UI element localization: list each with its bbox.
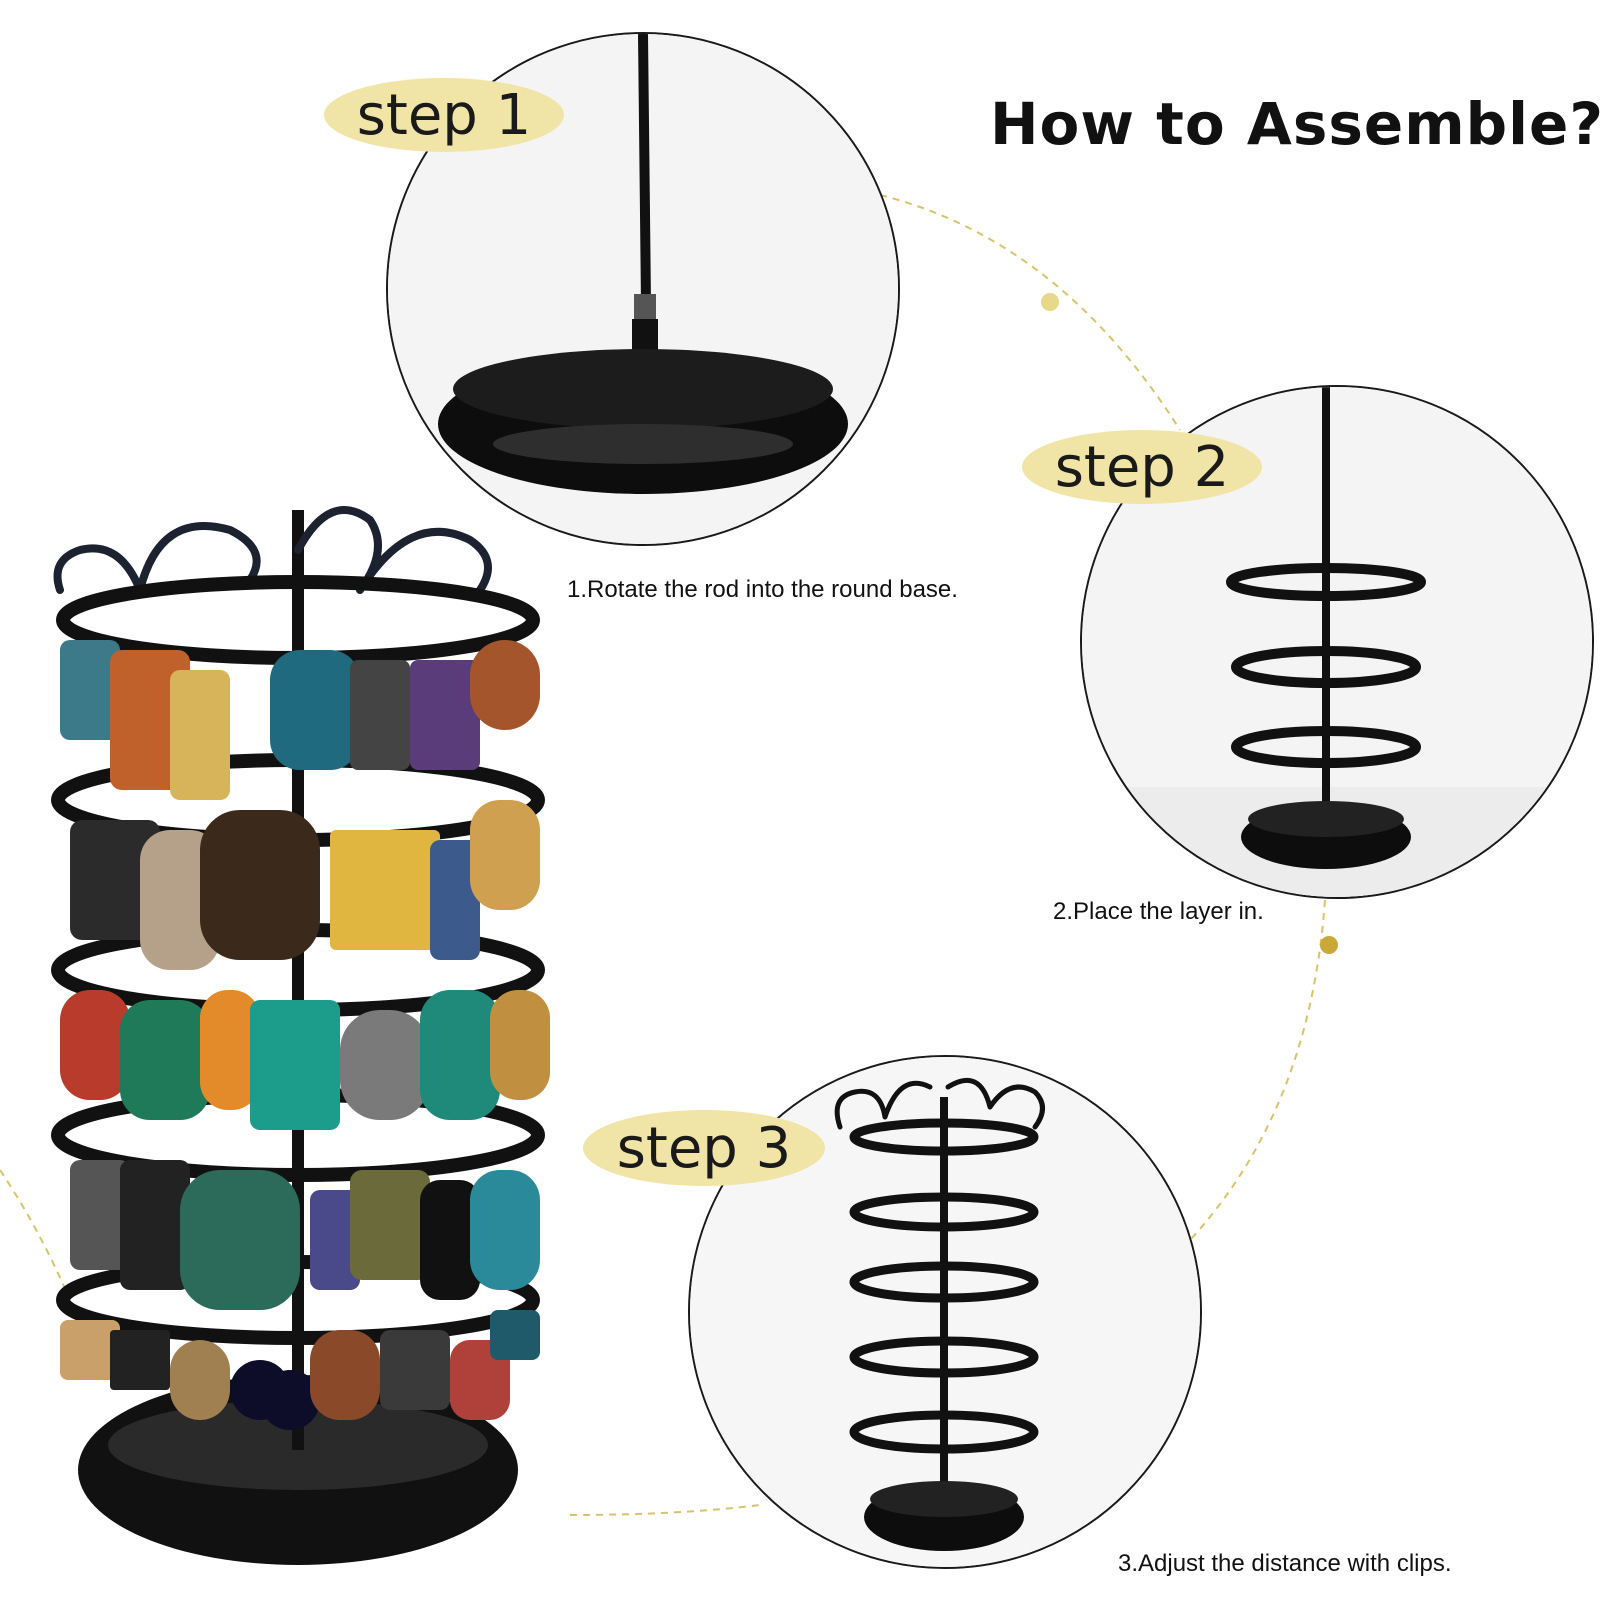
connector-arc-2 bbox=[1189, 899, 1326, 1241]
step-3-badge: step 3 bbox=[583, 1110, 825, 1186]
step-1-caption: 1.Rotate the rod into the round base. bbox=[567, 576, 958, 603]
page-title: How to Assemble? bbox=[990, 90, 1601, 158]
connector-dot-2 bbox=[1320, 936, 1338, 954]
connector-arc-3 bbox=[569, 1504, 761, 1516]
connector-arc-4 bbox=[0, 1169, 71, 1301]
connector-dot-1 bbox=[1041, 293, 1059, 311]
connector-arc-1 bbox=[879, 194, 1181, 431]
step-1-badge: step 1 bbox=[324, 78, 564, 152]
step-2-caption: 2.Place the layer in. bbox=[1053, 898, 1264, 925]
main-top-hooks bbox=[53, 506, 492, 594]
step-2-badge: step 2 bbox=[1022, 430, 1262, 504]
main-earrings bbox=[60, 640, 550, 1430]
step-3-caption: 3.Adjust the distance with clips. bbox=[1118, 1550, 1452, 1577]
jewelry-stand-product-photo bbox=[51, 506, 550, 1565]
